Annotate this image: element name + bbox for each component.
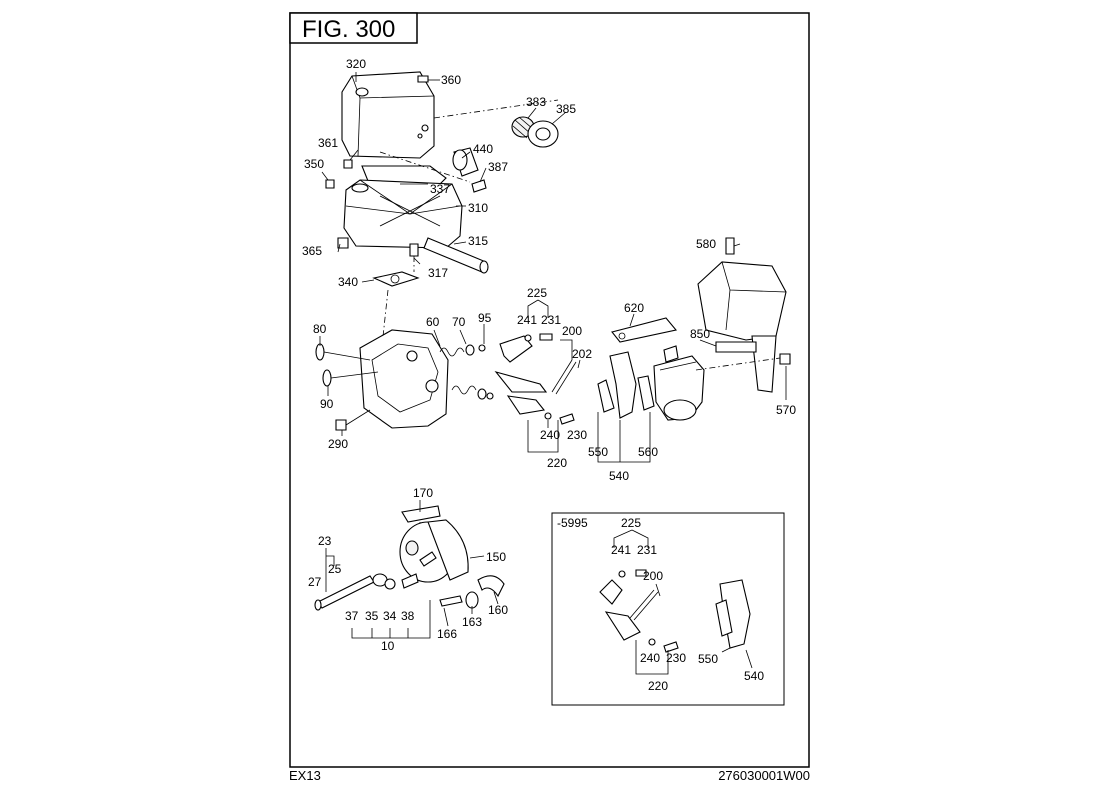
callout-231: 231 xyxy=(541,313,561,327)
callout-38: 38 xyxy=(401,609,415,623)
inset-callout-220: 220 xyxy=(648,679,668,693)
inset-frame xyxy=(551,512,785,706)
inset-callout-540: 540 xyxy=(744,669,764,683)
callout-310: 310 xyxy=(468,201,488,215)
carburettor xyxy=(653,345,705,421)
insulator-540 xyxy=(609,351,637,419)
callout-317: 317 xyxy=(428,266,448,280)
callout-240: 240 xyxy=(540,428,560,442)
inset-callout-200: 200 xyxy=(643,569,663,583)
elbow-connector xyxy=(452,147,479,177)
callout-340: 340 xyxy=(338,275,358,289)
callout-350: 350 xyxy=(304,157,324,171)
callout-365: 365 xyxy=(302,244,322,258)
inset-callout-225: 225 xyxy=(621,516,641,530)
callout-60: 60 xyxy=(426,315,440,329)
callout-320: 320 xyxy=(346,57,366,71)
callout-361: 361 xyxy=(318,136,338,150)
leader-lines xyxy=(319,72,787,675)
callout-10: 10 xyxy=(381,639,395,653)
inset-governor-lever xyxy=(599,569,679,653)
callout-570: 570 xyxy=(776,403,796,417)
gasket-560 xyxy=(637,375,655,411)
callout-337: 337 xyxy=(430,182,450,196)
callout-385: 385 xyxy=(556,102,576,116)
callout-170: 170 xyxy=(413,486,433,500)
callout-850: 850 xyxy=(690,327,710,341)
callout-163: 163 xyxy=(462,615,482,629)
starter-shaft xyxy=(314,551,437,611)
callout-160: 160 xyxy=(488,603,508,617)
callout-34: 34 xyxy=(383,609,397,623)
inset-callout-231: 231 xyxy=(637,543,657,557)
diagram-code: 276030001W00 xyxy=(718,768,810,783)
callout-241: 241 xyxy=(517,313,537,327)
callout-225: 225 xyxy=(527,286,547,300)
callout-230: 230 xyxy=(567,428,587,442)
callout-580: 580 xyxy=(696,237,716,251)
valves xyxy=(315,343,379,387)
inset-callout-241: 241 xyxy=(611,543,631,557)
callout-80: 80 xyxy=(313,322,327,336)
callout-200: 200 xyxy=(562,324,582,338)
figure-frame xyxy=(289,12,810,768)
callout-290: 290 xyxy=(328,437,348,451)
callout-150: 150 xyxy=(486,550,506,564)
inset-label: -5995 xyxy=(557,516,588,530)
figure-title-box xyxy=(289,12,418,44)
callout-220: 220 xyxy=(547,456,567,470)
callout-35: 35 xyxy=(365,609,379,623)
callout-440: 440 xyxy=(473,142,493,156)
callout-23: 23 xyxy=(318,534,332,548)
head-bolt xyxy=(335,409,371,431)
air-cleaner-case xyxy=(343,179,463,249)
cylinder-head xyxy=(359,329,449,429)
starter-pulley-parts xyxy=(439,575,505,609)
callout-387: 387 xyxy=(488,160,508,174)
callout-540: 540 xyxy=(609,469,629,483)
gasket-550 xyxy=(597,379,615,413)
callout-labels: 320 360 383 385 361 440 387 350 337 310 … xyxy=(302,57,796,693)
callout-550: 550 xyxy=(588,445,608,459)
callout-37: 37 xyxy=(345,609,359,623)
fuel-tank xyxy=(697,237,791,393)
callout-620: 620 xyxy=(624,301,644,315)
callout-166: 166 xyxy=(437,627,457,641)
inset-callout-550: 550 xyxy=(698,652,718,666)
throttle-bracket xyxy=(611,317,678,343)
inset-callout-240: 240 xyxy=(640,651,660,665)
small-bolts xyxy=(325,75,487,257)
cover-plate xyxy=(527,120,559,148)
callout-202: 202 xyxy=(572,347,592,361)
breather-pipe xyxy=(423,237,489,274)
valve-springs xyxy=(439,344,494,400)
callout-90: 90 xyxy=(320,397,334,411)
governor-lever xyxy=(494,333,577,425)
model-code: EX13 xyxy=(289,768,321,783)
callout-315: 315 xyxy=(468,234,488,248)
inset-callout-230: 230 xyxy=(666,651,686,665)
callout-360: 360 xyxy=(441,73,461,87)
callout-383: 383 xyxy=(526,95,546,109)
air-cleaner-cover xyxy=(341,71,435,159)
gasket-340 xyxy=(372,271,420,287)
inset-insulator xyxy=(715,579,751,649)
callout-560: 560 xyxy=(638,445,658,459)
callout-25: 25 xyxy=(328,562,342,576)
callout-95: 95 xyxy=(478,311,492,325)
callout-70: 70 xyxy=(452,315,466,329)
figure-title: FIG. 300 xyxy=(302,16,395,43)
flywheel xyxy=(399,519,469,583)
callout-27: 27 xyxy=(308,575,322,589)
